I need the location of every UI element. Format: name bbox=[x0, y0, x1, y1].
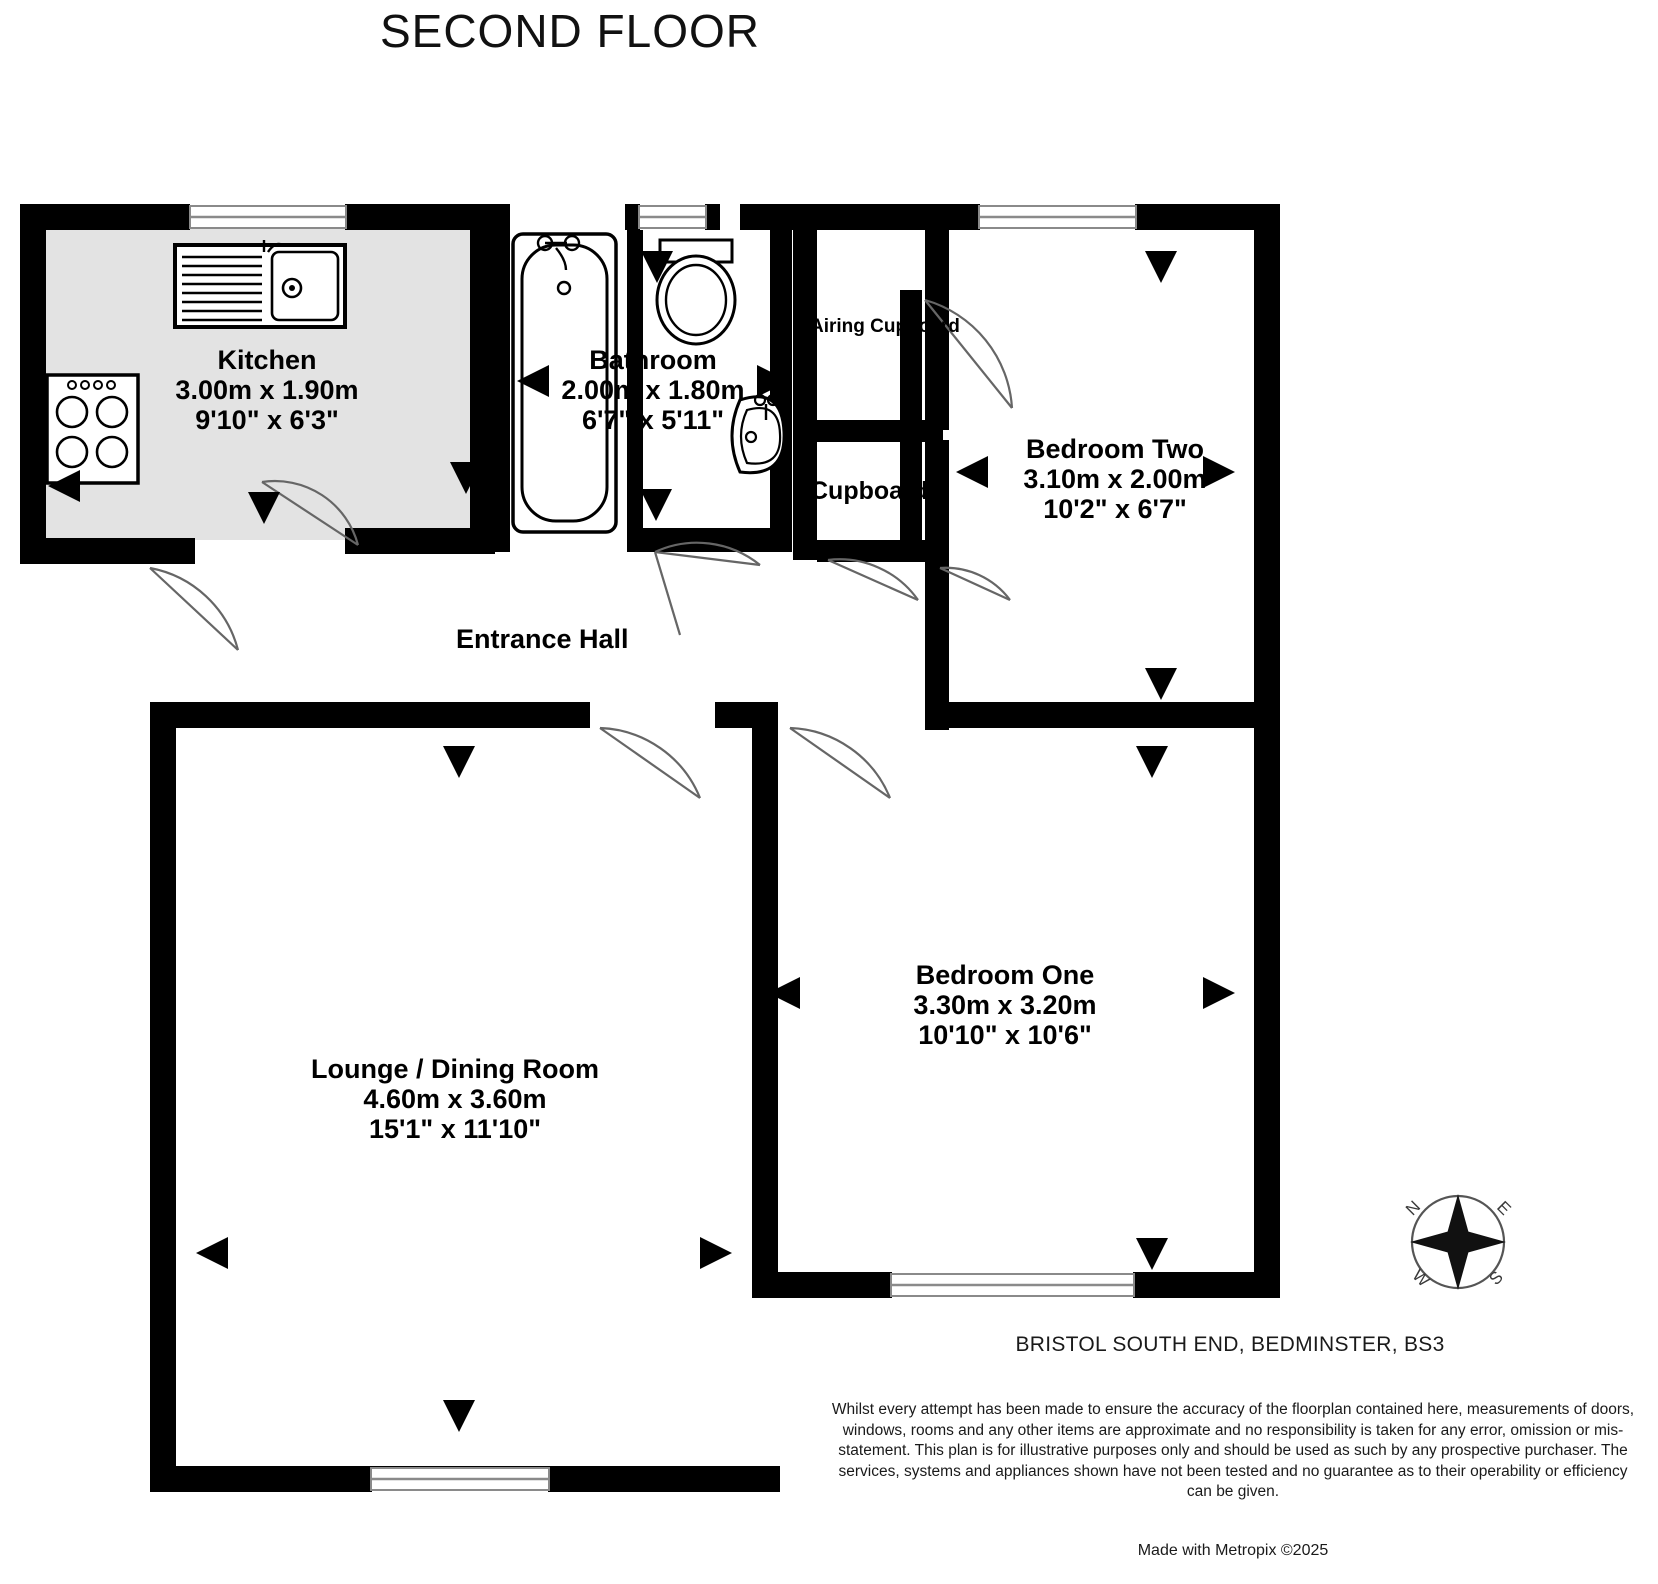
kitchen-hob-icon bbox=[45, 373, 140, 485]
direction-markers bbox=[48, 251, 1235, 1432]
bathroom-metric: 2.00m x 1.80m bbox=[561, 375, 745, 406]
bathtub-icon bbox=[511, 232, 618, 534]
bedroom-two-imperial: 10'2" x 6'7" bbox=[1043, 494, 1187, 525]
bedroom-one-imperial: 10'10" x 10'6" bbox=[918, 1020, 1092, 1051]
toilet-icon bbox=[655, 238, 737, 346]
kitchen-imperial: 9'10" x 6'3" bbox=[195, 405, 339, 436]
room-label-lounge-dining: Lounge / Dining Room 4.60m x 3.60m 15'1"… bbox=[250, 1054, 660, 1145]
doors bbox=[149, 298, 1014, 799]
room-label-bedroom-two: Bedroom Two 3.10m x 2.00m 10'2" x 6'7" bbox=[1000, 434, 1230, 525]
compass-w: W bbox=[1408, 1266, 1433, 1291]
kitchen-metric: 3.00m x 1.90m bbox=[175, 375, 359, 406]
compass-rose: N E S W bbox=[1402, 1194, 1515, 1291]
bedroom-one-name: Bedroom One bbox=[915, 960, 1095, 990]
compass-s: S bbox=[1485, 1267, 1506, 1288]
kitchen-name: Kitchen bbox=[217, 345, 317, 375]
kitchen-sink-icon bbox=[173, 240, 347, 329]
page-title: SECOND FLOOR bbox=[379, 5, 761, 57]
entrance-hall-label: Entrance Hall bbox=[456, 624, 629, 654]
room-label-bathroom: Bathroom 2.00m x 1.80m 6'7" x 5'11" bbox=[538, 345, 768, 436]
washbasin-icon bbox=[730, 393, 786, 475]
cupboard-label: Cupboard bbox=[810, 477, 929, 505]
room-label-kitchen: Kitchen 3.00m x 1.90m 9'10" x 6'3" bbox=[152, 345, 382, 436]
walls bbox=[20, 204, 1280, 1492]
bedroom-one-metric: 3.30m x 3.20m bbox=[913, 990, 1097, 1021]
lounge-dining-metric: 4.60m x 3.60m bbox=[363, 1084, 547, 1115]
disclaimer-text: Whilst every attempt has been made to en… bbox=[831, 1401, 1635, 1501]
bathroom-imperial: 6'7" x 5'11" bbox=[581, 405, 725, 436]
bedroom-two-metric: 3.10m x 2.00m bbox=[1023, 464, 1207, 495]
bathroom-name: Bathroom bbox=[589, 345, 717, 375]
lounge-dining-name: Lounge / Dining Room bbox=[311, 1054, 599, 1084]
bedroom-two-name: Bedroom Two bbox=[1026, 434, 1204, 464]
windows bbox=[189, 205, 1137, 1491]
room-label-bedroom-one: Bedroom One 3.30m x 3.20m 10'10" x 10'6" bbox=[890, 960, 1120, 1051]
made-with-credit: Made with Metropix ©2025 bbox=[1137, 1542, 1329, 1559]
lounge-dining-imperial: 15'1" x 11'10" bbox=[368, 1114, 542, 1145]
airing-cupboard-label: Airing Cupboard bbox=[810, 316, 960, 337]
property-address: BRISTOL SOUTH END, BEDMINSTER, BS3 bbox=[1015, 1333, 1445, 1356]
